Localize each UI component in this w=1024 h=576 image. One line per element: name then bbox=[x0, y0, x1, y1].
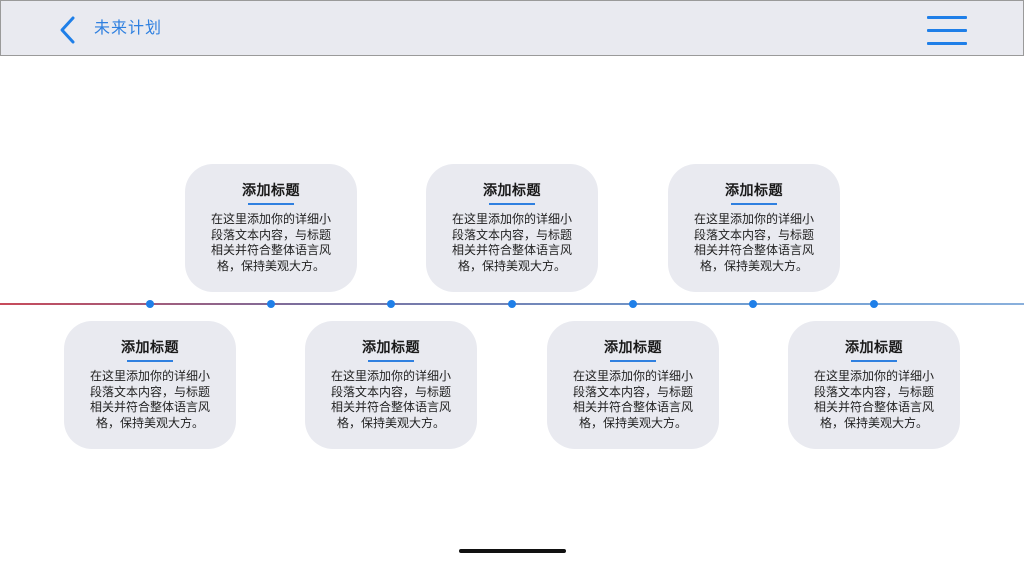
timeline-card: 添加标题 在这里添加你的详细小段落文本内容，与标题相关并符合整体语言风格，保持美… bbox=[668, 164, 840, 292]
page-title: 未来计划 bbox=[94, 18, 163, 37]
timeline-card: 添加标题 在这里添加你的详细小段落文本内容，与标题相关并符合整体语言风格，保持美… bbox=[426, 164, 598, 292]
card-body: 在这里添加你的详细小段落文本内容，与标题相关并符合整体语言风格，保持美观大方。 bbox=[813, 369, 934, 430]
timeline-dot bbox=[870, 300, 878, 308]
hamburger-menu-icon-bar-middle bbox=[927, 29, 967, 32]
timeline-card: 添加标题 在这里添加你的详细小段落文本内容，与标题相关并符合整体语言风格，保持美… bbox=[64, 321, 236, 449]
timeline-dot bbox=[508, 300, 516, 308]
card-title-underline bbox=[851, 360, 897, 362]
timeline-dot bbox=[146, 300, 154, 308]
hamburger-menu-icon bbox=[927, 16, 967, 19]
card-title-underline bbox=[489, 203, 535, 205]
timeline-card: 添加标题 在这里添加你的详细小段落文本内容，与标题相关并符合整体语言风格，保持美… bbox=[788, 321, 960, 449]
hamburger-menu-icon-bar-bottom bbox=[927, 42, 967, 45]
card-title: 添加标题 bbox=[121, 340, 179, 356]
timeline-dot bbox=[749, 300, 757, 308]
card-body: 在这里添加你的详细小段落文本内容，与标题相关并符合整体语言风格，保持美观大方。 bbox=[330, 369, 451, 430]
timeline-dot bbox=[387, 300, 395, 308]
card-title: 添加标题 bbox=[483, 183, 541, 199]
card-title: 添加标题 bbox=[725, 183, 783, 199]
card-body: 在这里添加你的详细小段落文本内容，与标题相关并符合整体语言风格，保持美观大方。 bbox=[210, 212, 331, 273]
card-title-underline bbox=[368, 360, 414, 362]
card-title-underline bbox=[127, 360, 173, 362]
card-title-underline bbox=[731, 203, 777, 205]
menu-button[interactable] bbox=[923, 13, 971, 49]
home-indicator[interactable] bbox=[459, 549, 566, 553]
timeline-dot bbox=[267, 300, 275, 308]
card-body: 在这里添加你的详细小段落文本内容，与标题相关并符合整体语言风格，保持美观大方。 bbox=[572, 369, 693, 430]
chevron-left-icon bbox=[60, 16, 75, 44]
timeline-dot bbox=[629, 300, 637, 308]
card-title: 添加标题 bbox=[362, 340, 420, 356]
card-body: 在这里添加你的详细小段落文本内容，与标题相关并符合整体语言风格，保持美观大方。 bbox=[693, 212, 814, 273]
back-button[interactable] bbox=[53, 15, 83, 45]
timeline-card: 添加标题 在这里添加你的详细小段落文本内容，与标题相关并符合整体语言风格，保持美… bbox=[547, 321, 719, 449]
timeline-card: 添加标题 在这里添加你的详细小段落文本内容，与标题相关并符合整体语言风格，保持美… bbox=[185, 164, 357, 292]
card-title: 添加标题 bbox=[604, 340, 662, 356]
card-title: 添加标题 bbox=[845, 340, 903, 356]
card-title: 添加标题 bbox=[242, 183, 300, 199]
card-title-underline bbox=[248, 203, 294, 205]
card-title-underline bbox=[610, 360, 656, 362]
timeline-card: 添加标题 在这里添加你的详细小段落文本内容，与标题相关并符合整体语言风格，保持美… bbox=[305, 321, 477, 449]
card-body: 在这里添加你的详细小段落文本内容，与标题相关并符合整体语言风格，保持美观大方。 bbox=[89, 369, 210, 430]
card-body: 在这里添加你的详细小段落文本内容，与标题相关并符合整体语言风格，保持美观大方。 bbox=[451, 212, 572, 273]
top-nav-bar: 未来计划 bbox=[0, 0, 1024, 56]
